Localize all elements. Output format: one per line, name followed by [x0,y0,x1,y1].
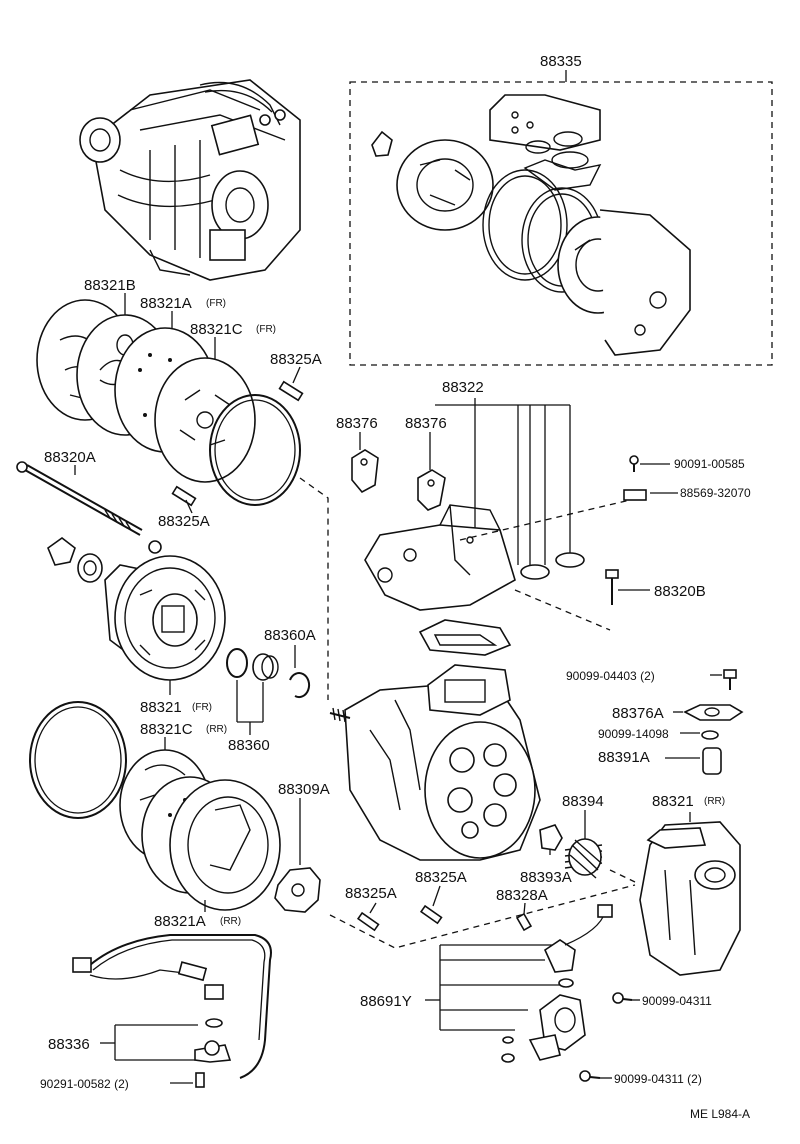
front-valve-plate-stack [36,293,304,514]
label-88321c-fr-note: (FR) [256,324,276,335]
label-88321c-rr: 88321C [140,721,193,738]
label-90291-00582: 90291-00582 (2) [40,1077,129,1091]
compressor-assembly-illustration [79,79,301,281]
label-90099-04311-b: 90099-04311 (2) [614,1072,702,1086]
label-88321-rr: 88321 [652,793,694,810]
label-88325a-mid: 88325A [158,513,210,530]
label-88321-fr: 88321 [140,699,182,716]
label-88309a: 88309A [278,781,330,798]
label-88321a-fr-note: (FR) [206,298,226,309]
label-88393a: 88393A [520,869,572,886]
front-housing [47,537,226,695]
compressor-body [329,664,541,861]
cylinder-head [364,398,585,656]
label-88360a: 88360A [264,627,316,644]
label-88321c-fr: 88321C [190,321,243,338]
label-88376-b: 88376 [405,415,447,432]
label-88321a-rr-note: (RR) [220,916,241,927]
label-88320a: 88320A [44,449,96,466]
gasket-kit-box [349,70,773,366]
label-88360: 88360 [228,737,270,754]
plate-and-spring [274,798,603,932]
rear-housing [639,812,741,976]
label-90099-04311-a: 90099-04311 [642,994,712,1008]
label-88391a: 88391A [598,749,650,766]
label-88336: 88336 [48,1036,90,1053]
label-88321-rr-note: (RR) [704,796,725,807]
label-88321a-fr: 88321A [140,295,192,312]
drawing-reference: ME L984-A [690,1107,750,1121]
label-90091-00585: 90091-00585 [674,457,745,471]
part-labels: 88335 88321B 88321A (FR) 88321C (FR) 883… [40,53,751,1121]
label-88321-fr-note: (FR) [192,702,212,713]
label-90099-04403: 90099-04403 (2) [566,669,655,683]
caps-88376 [351,432,446,511]
label-88691y: 88691Y [360,993,412,1010]
through-bolt [16,461,162,554]
label-88335: 88335 [540,53,582,70]
label-88322: 88322 [442,379,484,396]
label-88376a: 88376A [612,705,664,722]
label-90099-14098: 90099-14098 [598,727,669,741]
label-88394: 88394 [562,793,604,810]
label-88376-a: 88376 [336,415,378,432]
label-88325a-right: 88325A [415,869,467,886]
label-88328a: 88328A [496,887,548,904]
label-88320b: 88320B [654,583,706,600]
shaft-seal-parts [226,645,311,735]
assembly-guide-lines [299,477,636,949]
rear-valve-plate-stack [29,701,281,912]
solenoid-set [425,904,640,1082]
label-88321c-rr-note: (RR) [206,724,227,735]
label-88321b: 88321B [84,277,136,294]
small-fasteners [605,455,744,775]
label-88325a-left: 88325A [345,885,397,902]
wire-harness [72,934,272,1088]
label-88325a-top: 88325A [270,351,322,368]
label-88569-32070: 88569-32070 [680,486,751,500]
label-88321a-rr: 88321A [154,913,206,930]
